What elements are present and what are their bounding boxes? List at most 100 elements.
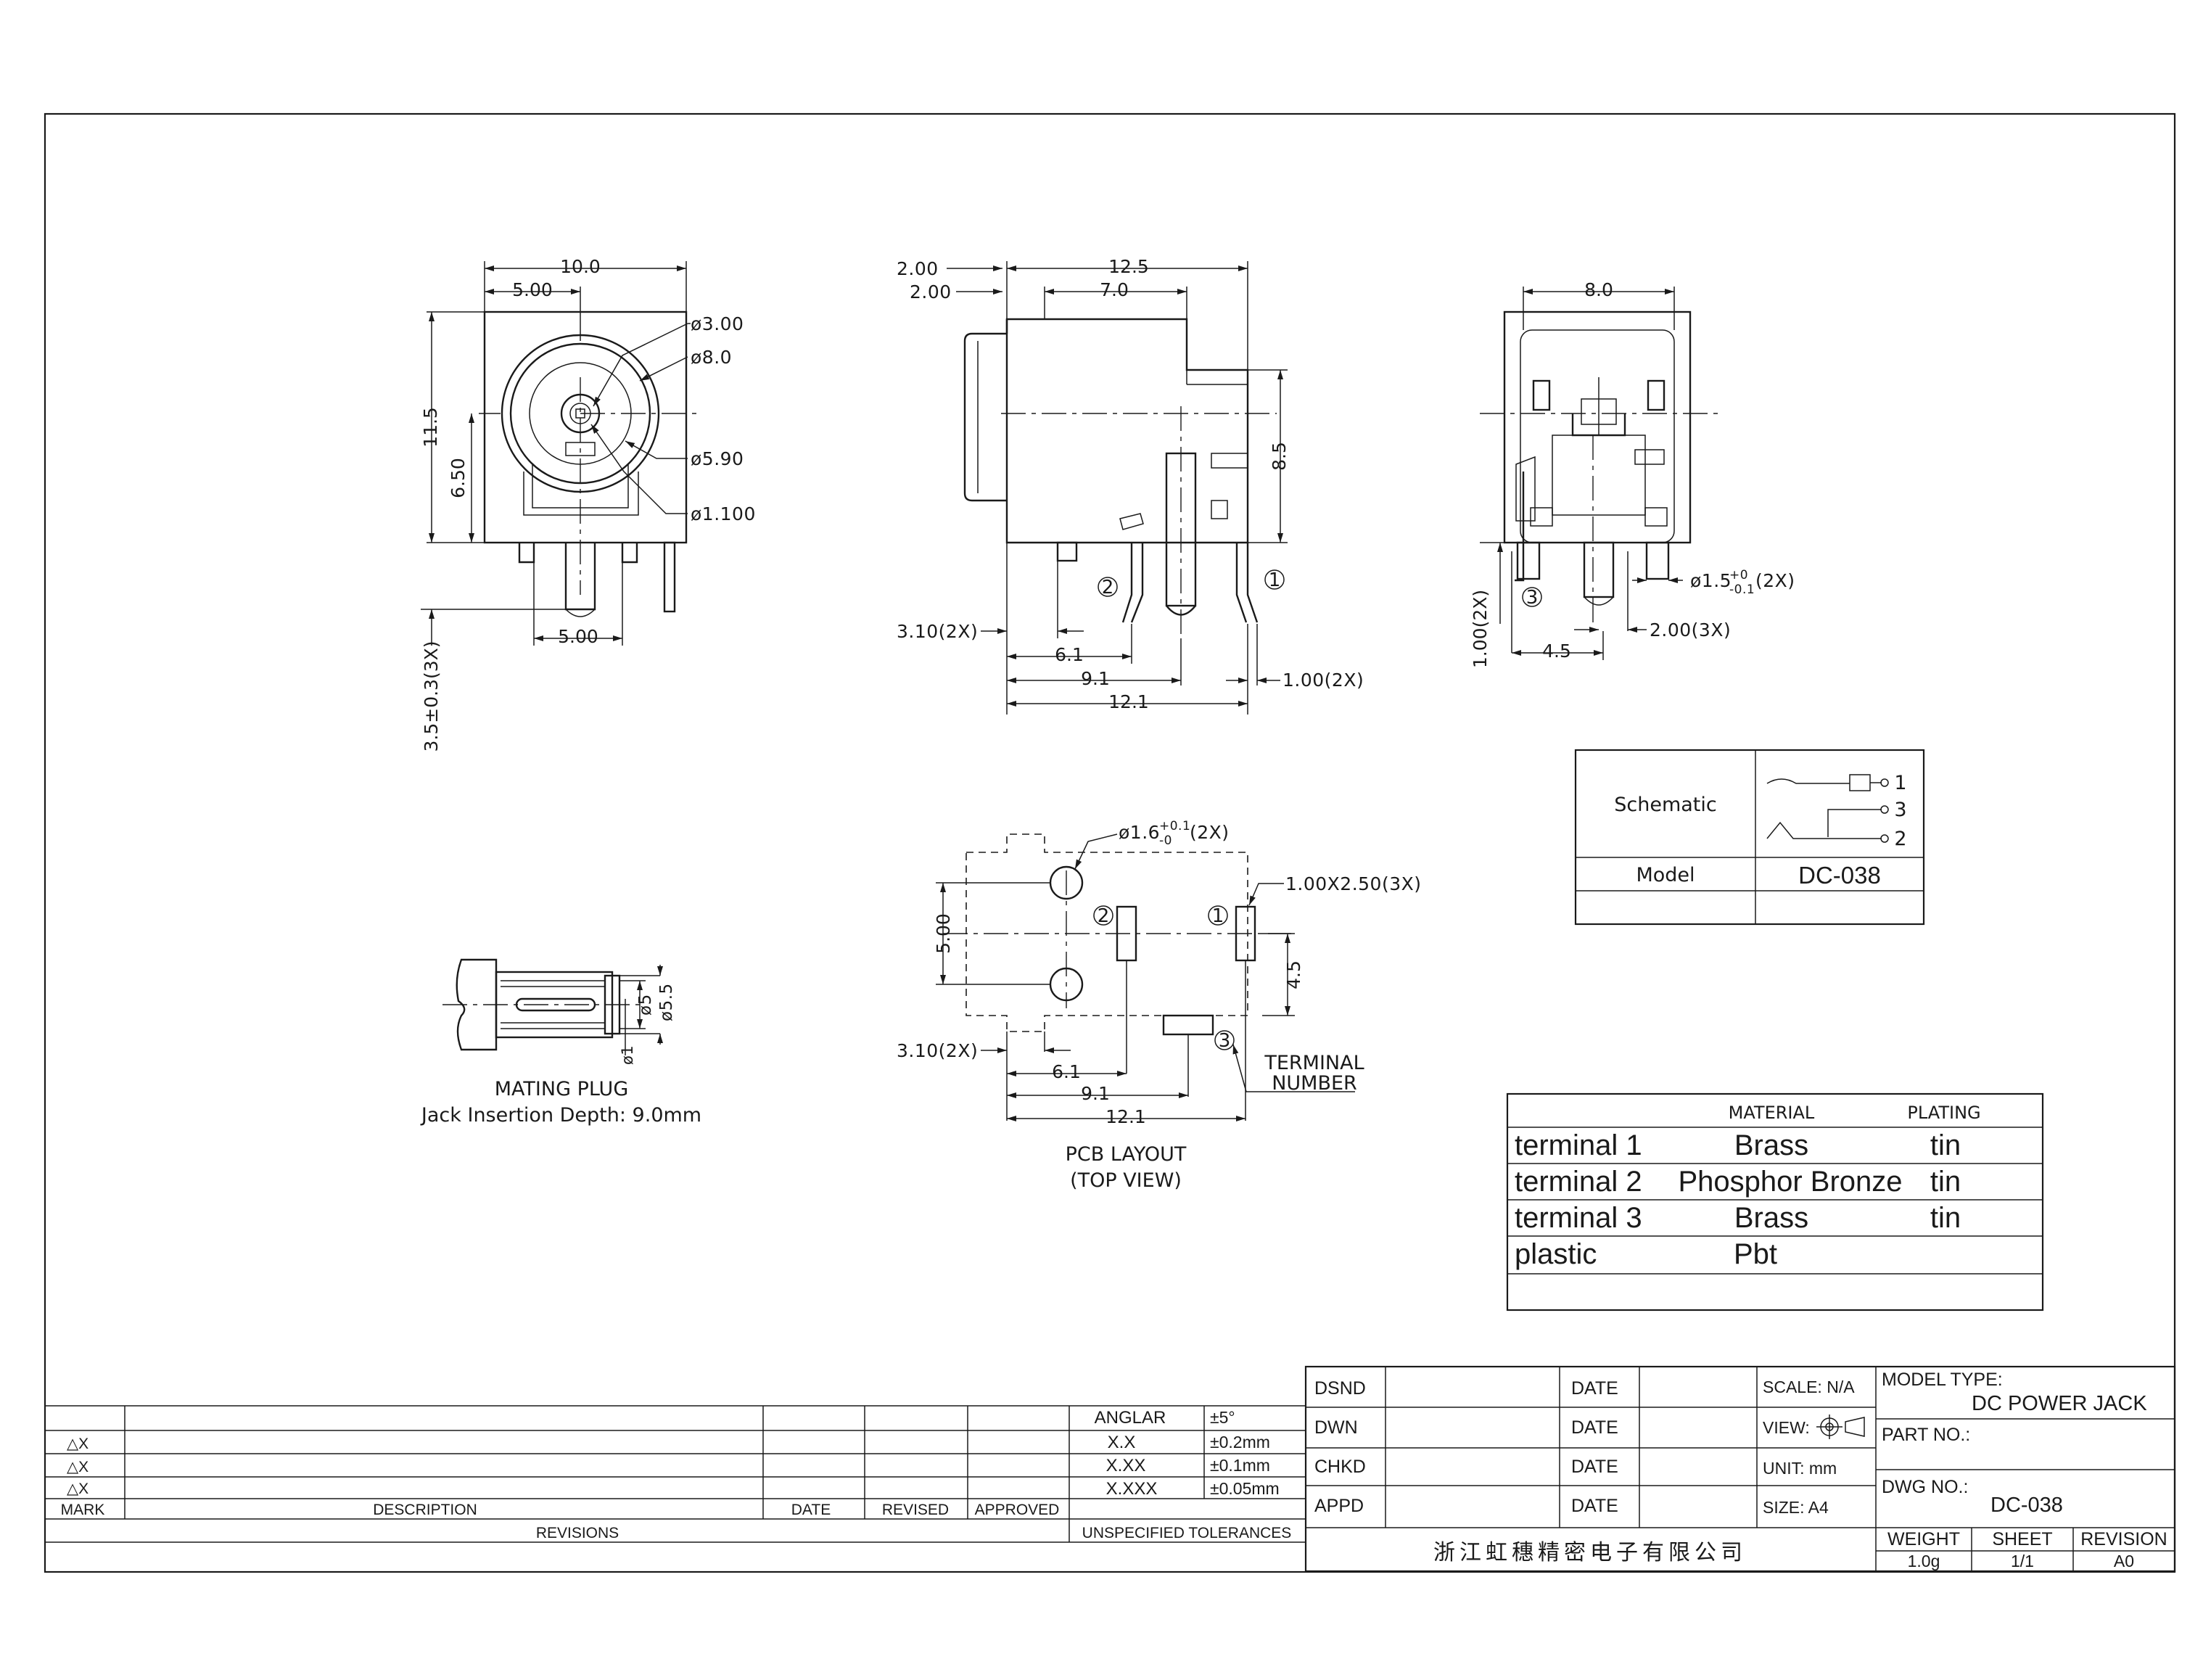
dim-pcb-p3: 12.1 [1106,1106,1146,1127]
approval-appd: APPD [1314,1496,1364,1516]
dim-back-hole: ø1.5 [1690,570,1732,591]
size-label: SIZE: A4 [1763,1498,1829,1517]
dim-pcb-span: 5.00 [933,913,954,954]
dim-front-center-height: 6.50 [448,458,469,498]
tol-row2-val: ±0.2mm [1210,1433,1270,1452]
view-label: VIEW: [1763,1418,1810,1437]
dim-front-d3: ø5.90 [691,448,744,469]
dim-front-width: 10.0 [560,256,601,277]
mating-plug-caption: MATING PLUG [495,1078,629,1100]
row4-material: Pbt [1734,1238,1777,1270]
tol-row3-val: ±0.1mm [1210,1456,1270,1475]
schematic-table: Schematic 1 3 2 Model DC-038 [1574,749,1925,926]
unit-label: UNIT: mm [1763,1459,1837,1478]
dim-front-pin-length: 3.5±0.3(3X) [421,641,442,752]
dim-back-pitch: 4.5 [1542,641,1571,662]
plating-header: PLATING [1907,1103,1980,1123]
dim-side-length: 12.5 [1108,256,1149,277]
dim-side-p1: 6.1 [1055,644,1084,665]
rev-header-mark: MARK [61,1502,105,1518]
revisions-footer: REVISIONS [536,1525,619,1541]
dim-front-height: 11.5 [420,407,441,448]
sheet-value: 1/1 [2011,1552,2034,1570]
dim-side-p2: 9.1 [1081,668,1110,689]
dim-pcb-hole-tol-top: +0.1 [1159,819,1190,833]
schematic-pin-3: 3 [1894,799,1906,821]
schematic-label: Schematic [1614,794,1717,816]
tol-row4-key: X.XXX [1106,1479,1158,1499]
tol-row2-key: X.X [1108,1433,1136,1452]
row1-plating: tin [1930,1129,1961,1161]
row3-part: terminal 3 [1515,1202,1642,1234]
dim-side-pin-width: 3.10(2X) [897,621,978,642]
model-type-value: DC POWER JACK [1972,1392,2147,1415]
row2-part: terminal 2 [1515,1166,1642,1198]
back-pin-3-label: 3 [1526,587,1539,609]
mating-plug: ø5 ø5.5 ø1 MATING PLUG Jack Insertion De… [420,958,701,1127]
dim-pcb-p2: 9.1 [1081,1083,1110,1104]
dim-pcb-slot: 1.00X2.50(3X) [1285,873,1422,894]
dim-back-width: 8.0 [1584,279,1613,300]
appd-date-label: DATE [1571,1496,1618,1516]
pcb-layout-caption: PCB LAYOUT [1066,1143,1187,1166]
part-no-label: PART NO.: [1882,1425,1970,1445]
tol-row1-key: ANGLAR [1095,1408,1166,1428]
row4-part: plastic [1515,1238,1597,1270]
dim-plug-pin: ø1 [619,1045,636,1065]
row3-plating: tin [1930,1202,1961,1234]
row2-material: Phosphor Bronze [1678,1166,1902,1198]
material-header: MATERIAL [1729,1103,1815,1123]
company-name: 浙江虹穗精密电子有限公司 [1433,1540,1747,1565]
revision-value: A0 [2114,1552,2134,1570]
dim-plug-mid: ø5 [636,994,655,1016]
tol-row1-val: ±5° [1210,1408,1235,1427]
dim-side-p3: 12.1 [1108,691,1149,712]
schematic-pin-2: 2 [1894,828,1906,850]
model-value: DC-038 [1798,862,1881,889]
dwn-date-label: DATE [1571,1417,1618,1438]
rev-mark-1: △X [67,1436,88,1452]
rev-header-description: DESCRIPTION [373,1502,477,1518]
dim-pcb-pin-width: 3.10(2X) [897,1040,978,1061]
side-view: 12.5 7.0 2.00 2.00 8.5 3.10(2X) 6.1 9.1 … [897,256,1364,715]
dim-side-pin-thickness: 1.00(2X) [1282,670,1364,691]
chkd-date-label: DATE [1571,1457,1618,1477]
rev-mark-2: △X [67,1459,88,1475]
dim-side-height: 8.5 [1269,442,1290,471]
dim-pcb-p1: 6.1 [1052,1061,1081,1082]
schematic-pin-1: 1 [1894,772,1906,794]
approval-dwn: DWN [1314,1417,1358,1438]
dim-front-d4: ø1.100 [691,503,756,524]
row1-part: terminal 1 [1515,1129,1642,1161]
pcb-layout: 5.00 4.5 ø1.6 +0.1 -0 (2X) 1.00X2.50(3X)… [897,819,1422,1192]
dsnd-date-label: DATE [1571,1378,1618,1399]
approval-chkd: CHKD [1314,1457,1366,1477]
back-view: 8.0 ø1.5 +0 -0.1 (2X) 1.00(2X) 4.5 2.00(… [1470,279,1795,668]
dim-back-hole-qty: (2X) [1755,570,1795,591]
pcb-layout-subcaption: (TOP VIEW) [1070,1169,1182,1192]
row1-material: Brass [1734,1129,1808,1161]
dim-pcb-hole-tol-bottom: -0 [1159,833,1172,848]
weight-value: 1.0g [1908,1552,1940,1570]
side-pin-2-label: 2 [1102,577,1114,598]
rev-header-date: DATE [791,1502,831,1518]
pcb-pin-1-label: 1 [1212,905,1224,927]
dim-front-d2: ø8.0 [691,347,732,368]
mating-plug-subcaption: Jack Insertion Depth: 9.0mm [420,1104,701,1127]
sheet-label: SHEET [1992,1529,2052,1549]
pcb-pin-3-label: 3 [1219,1030,1231,1052]
dim-front-pin-spacing: 5.00 [558,626,598,647]
dim-pcb-hole: ø1.6 [1119,822,1160,843]
weight-label: WEIGHT [1887,1529,1960,1549]
pcb-pin-2-label: 2 [1098,905,1110,927]
tol-row4-val: ±0.05mm [1210,1479,1280,1498]
terminal-number-label-1: TERMINAL [1264,1052,1364,1074]
dim-front-d1: ø3.00 [691,313,744,334]
material-table: MATERIAL PLATING terminal 1 Brass tin te… [1506,1092,2044,1312]
title-block: △X △X △X MARK DESCRIPTION DATE REVISED A… [45,1365,2176,1573]
rev-mark-3: △X [67,1481,88,1497]
dim-side-a: 2.00 [897,258,939,279]
scale-label: SCALE: N/A [1763,1378,1855,1396]
tolerances-footer: UNSPECIFIED TOLERANCES [1082,1525,1292,1541]
